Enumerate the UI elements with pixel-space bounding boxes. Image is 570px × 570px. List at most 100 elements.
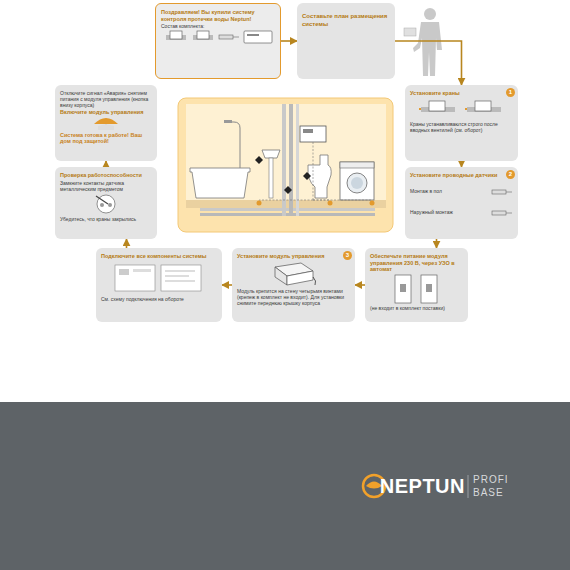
step-box: Установите модуль управленияМодуль крепи… — [232, 248, 355, 322]
step-text: (не входит в комплект поставки) — [370, 305, 463, 311]
step-text: Монтаж в пол — [410, 188, 442, 194]
step-heading: Составьте план размещения системы — [302, 13, 390, 28]
series-name: PROFI — [473, 474, 509, 486]
drawing-part — [219, 35, 233, 39]
house-scene — [178, 98, 393, 232]
drawing-part — [230, 122, 240, 168]
drawing-part — [200, 213, 375, 216]
step-heading: Поздравляем! Вы купили систему контроля … — [161, 9, 275, 22]
step-heading: Подключите все компоненты системы — [101, 253, 217, 260]
drawing-part — [395, 275, 411, 303]
person-figure — [404, 8, 442, 76]
drawing-part — [161, 265, 201, 291]
drawing-part — [244, 31, 272, 43]
sensor-row: Наружный монтаж — [410, 203, 513, 221]
drawing-part — [190, 168, 250, 198]
drawing-part — [165, 271, 195, 281]
sensor-row: Монтаж в пол — [410, 182, 513, 200]
drawing-part — [475, 101, 491, 111]
drawing-part — [98, 124, 114, 130]
drawing-part — [259, 142, 372, 200]
step-icon — [410, 98, 513, 120]
sensor-icon — [491, 182, 513, 200]
step-box: Составьте план размещения системы — [297, 3, 395, 79]
flow-arrow — [355, 284, 365, 286]
series-name: BASE — [473, 487, 504, 499]
flow-arrow — [281, 40, 297, 42]
drawing-part — [506, 191, 512, 192]
step-text: Убедитесь, что краны закрылись — [60, 216, 152, 222]
drawing-part — [296, 104, 299, 216]
step-text: Замкните контакты датчика металлическим … — [60, 180, 152, 192]
drawing-part — [287, 271, 313, 285]
drawing-part — [426, 284, 432, 292]
drawing-part — [289, 104, 293, 216]
step-heading: Отключите сигнал «Авария» снятием питани… — [60, 90, 152, 108]
step-icon — [60, 193, 152, 215]
step-text: Включите модуль управления — [60, 109, 152, 116]
step-heading: Установите краны — [410, 90, 513, 97]
step-box: Установите краныКраны устанавливаются ст… — [405, 85, 518, 161]
step-heading: Установите модуль управления — [237, 253, 350, 260]
step-text: Система готова к работе! Ваш дом под защ… — [60, 132, 152, 145]
drawing-part — [170, 31, 182, 39]
step-icon — [237, 261, 350, 287]
step-box: Отключите сигнал «Авария» снятием питани… — [55, 85, 157, 161]
drawing-part — [347, 173, 367, 193]
drawing-part — [262, 150, 280, 158]
callout-number: 2 — [506, 170, 515, 179]
drawing-part — [328, 201, 333, 206]
step-text: Состав комплекта: — [161, 23, 275, 29]
callout-number: 3 — [343, 251, 352, 260]
callout-number: 1 — [506, 88, 515, 97]
drawing-part — [492, 211, 506, 215]
drawing-part — [421, 275, 437, 303]
flow-arrow — [222, 284, 232, 286]
drawing-part — [404, 28, 416, 36]
step-heading: Обеспечьте питание модуля управления 230… — [370, 253, 463, 273]
step-icon — [161, 30, 275, 44]
drawing-part — [282, 104, 286, 216]
drawing-part — [100, 203, 104, 207]
drawing-part — [97, 195, 115, 213]
drawing-part — [233, 37, 239, 38]
drawing-part — [429, 101, 445, 111]
step-box: Поздравляем! Вы купили систему контроля … — [155, 3, 281, 79]
drawing-part — [133, 269, 151, 272]
flow-arrow — [126, 239, 128, 248]
step-box: Проверка работоспособностиЗамкните конта… — [55, 167, 157, 239]
flow-arrow — [395, 41, 462, 85]
drawing-part — [257, 201, 262, 206]
drawing-part — [424, 8, 436, 20]
brand-name: NEPTUN — [380, 475, 465, 497]
step-box: Обеспечьте питание модуля управления 230… — [365, 248, 468, 322]
drawing-part — [200, 208, 375, 211]
step-heading: Установите проводные датчики — [410, 172, 513, 179]
drawing-part — [178, 98, 393, 232]
drawing-part — [96, 196, 108, 204]
drawing-part — [506, 212, 512, 213]
step-text: Краны устанавливаются строго после вводн… — [410, 121, 513, 133]
step-box: Подключите все компоненты системыСм. схе… — [96, 248, 222, 322]
drawing-part — [255, 156, 311, 194]
drawing-part — [400, 284, 406, 292]
step-icon — [370, 274, 463, 304]
drawing-part — [269, 158, 273, 198]
step-box: Установите проводные датчикиМонтаж в пол… — [405, 167, 518, 239]
drawing-part — [197, 31, 209, 39]
drawing-part — [119, 269, 129, 275]
drawing-part — [108, 203, 112, 207]
drawing-part — [308, 155, 331, 198]
step-text: Модуль крепится на стену четырьмя винтам… — [237, 288, 350, 306]
drawing-part — [370, 201, 375, 206]
drawing-part — [413, 22, 442, 76]
step-icon — [60, 117, 152, 131]
logo-divider — [468, 475, 469, 498]
drawing-part — [300, 126, 326, 142]
drawing-part — [351, 177, 363, 189]
drawing-part — [94, 118, 118, 124]
step-text: Наружный монтаж — [410, 209, 453, 215]
bottom-band — [0, 402, 570, 570]
step-icon — [101, 261, 217, 295]
drawing-part — [419, 108, 467, 110]
